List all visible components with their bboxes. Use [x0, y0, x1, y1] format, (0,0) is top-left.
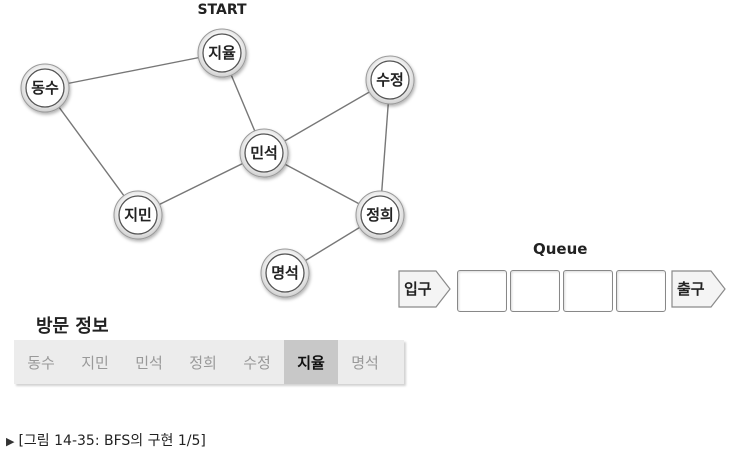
visited-item: 정희: [189, 353, 217, 372]
caption-text: [그림 14-35: BFS의 구현 1/5]: [18, 433, 206, 449]
graph-node-sujeong: 수정: [365, 55, 415, 105]
queue-slot: [563, 270, 613, 312]
visited-item: 동수: [27, 353, 55, 372]
visited-item: 지율: [284, 340, 338, 384]
graph-node-myeongseok: 명석: [260, 248, 310, 298]
visited-item: 명석: [351, 353, 379, 372]
caption-bullet-icon: ▶: [6, 435, 15, 448]
graph-node-dongsu: 동수: [20, 63, 70, 113]
visited-bar: 동수 지민 민석 정희 수정 지율 명석: [14, 340, 404, 384]
queue-title: Queue: [533, 240, 588, 258]
figure-caption: ▶[그림 14-35: BFS의 구현 1/5]: [6, 430, 206, 450]
graph-edge-dongsu-jimin: [44, 87, 139, 216]
graph-node-jimin: 지민: [113, 190, 163, 240]
queue-slot: [616, 270, 666, 312]
start-label: START: [197, 2, 247, 18]
queue-slot: [457, 270, 507, 312]
visited-title: 방문 정보: [36, 316, 109, 337]
graph-node-label: 정희: [366, 206, 394, 224]
graph-node-jiyul: 지율: [197, 28, 247, 78]
graph-node-minseok: 민석: [239, 128, 289, 178]
graph-node-jeonghui: 정희: [355, 190, 405, 240]
graph-node-label: 지민: [124, 206, 152, 224]
graph-node-label: 수정: [376, 71, 404, 89]
graph-edge-jiyul-dongsu: [44, 52, 223, 89]
visited-item: 민석: [135, 353, 163, 372]
graph-node-label: 동수: [31, 79, 59, 97]
graph-node-label: 명석: [271, 264, 299, 282]
graph-node-label: 민석: [250, 144, 278, 162]
queue-exit-label: 출구: [677, 280, 705, 298]
queue-entry-label: 입구: [404, 280, 432, 298]
visited-item: 수정: [243, 353, 271, 372]
visited-item: 지민: [81, 353, 109, 372]
queue-exit-arrow: 출구: [669, 268, 726, 308]
queue-slot: [510, 270, 560, 312]
queue-entry-arrow: 입구: [396, 268, 452, 308]
graph-node-label: 지율: [208, 44, 236, 62]
